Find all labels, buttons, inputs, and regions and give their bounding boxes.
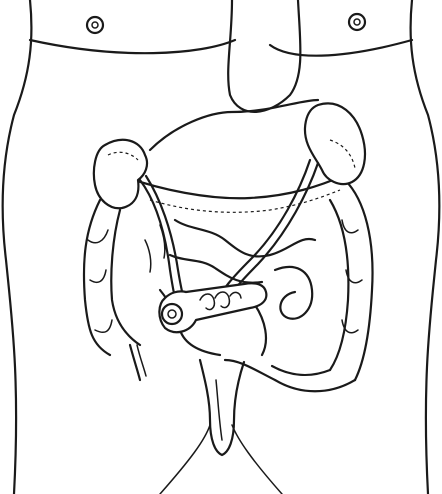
bladder-icon [200,360,244,455]
nipple-icon [87,14,365,33]
torso-outline-icon [3,0,440,494]
ileal-conduit-icon [159,283,266,332]
stomach-icon [150,0,318,150]
kidney-icon [94,103,365,208]
